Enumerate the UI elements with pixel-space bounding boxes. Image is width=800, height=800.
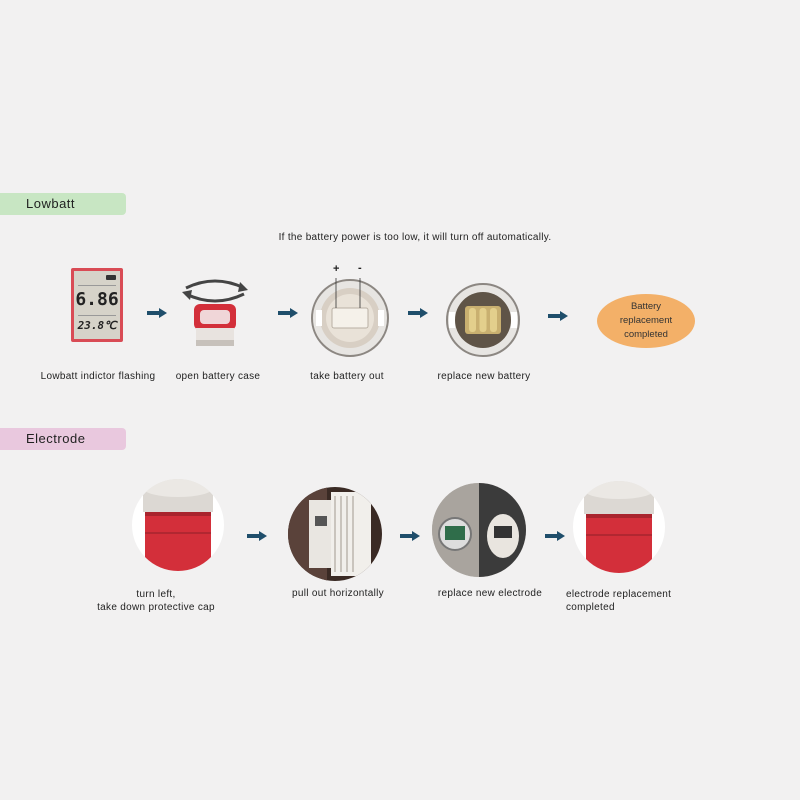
pull-out-electrode-illustration	[288, 487, 382, 581]
arrow-right-icon	[545, 531, 565, 541]
arrow-right-icon	[247, 531, 267, 541]
battery-replacement-completed-badge: Battery replacement completed	[597, 294, 695, 348]
replace-electrode-illustration	[432, 483, 526, 577]
arrow-right-icon	[400, 531, 420, 541]
lcd-display-illustration: 6.86 23.8℃	[71, 268, 123, 342]
arrow-right-icon	[408, 308, 428, 318]
arrow-right-icon	[147, 308, 167, 318]
step-caption-open-battery-case: open battery case	[175, 371, 261, 382]
step-caption-electrode-completed: electrode replacement completed	[566, 589, 672, 613]
step-caption-take-down-cap: turn left, take down protective cap	[97, 589, 215, 613]
protective-cap-illustration	[132, 479, 224, 571]
lcd-value: 6.86	[75, 289, 119, 310]
minus-sign: -	[358, 262, 362, 274]
lowbatt-note: If the battery power is too low, it will…	[278, 232, 552, 243]
step-caption-take-battery-out: take battery out	[310, 371, 384, 382]
open-battery-case-illustration	[182, 279, 248, 346]
new-battery-illustration	[446, 283, 520, 357]
lcd-temperature: 23.8℃	[77, 319, 117, 332]
step-caption-pull-out: pull out horizontally	[292, 588, 384, 599]
step-caption-replace-electrode: replace new electrode	[437, 588, 543, 599]
step-caption-lowbatt-indicator: Lowbatt indictor flashing	[40, 371, 156, 382]
battery-indicator-icon	[106, 275, 116, 280]
step-caption-replace-new-battery: replace new battery	[437, 371, 531, 382]
empty-battery-compartment-illustration	[311, 278, 389, 357]
section-tag-electrode: Electrode	[0, 428, 126, 450]
arrow-right-icon	[548, 311, 568, 321]
plus-sign: +	[333, 263, 340, 275]
section-tag-lowbatt: Lowbatt	[0, 193, 126, 215]
electrode-completed-illustration	[573, 481, 665, 573]
arrow-right-icon	[278, 308, 298, 318]
